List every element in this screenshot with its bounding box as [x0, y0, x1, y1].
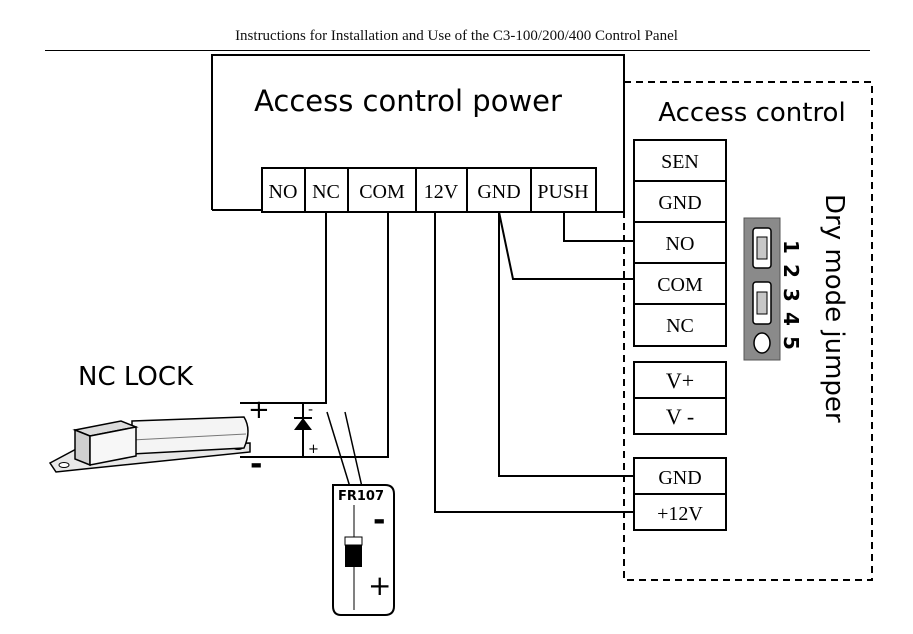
header-rule [45, 50, 870, 51]
ac-vminus-label: V - [666, 404, 694, 429]
diode-plus-mark: + [368, 569, 391, 602]
diode-near-minus: - [308, 402, 313, 418]
lock-minus-mark: - [250, 447, 262, 482]
dry-mode-jumper: 1 2 3 4 5 Dry mode jumper [743, 194, 849, 423]
ac-sen-label: SEN [661, 151, 699, 173]
terminal-nc-label: NC [312, 181, 340, 203]
diode-symbol: - + [294, 402, 319, 457]
wire-12v-plus12v [434, 212, 634, 513]
wires [277, 211, 634, 513]
terminal-gnd-label: GND [477, 181, 520, 203]
ac-no-label: NO [666, 233, 695, 255]
jumper-pin-5 [753, 332, 771, 354]
ac-com-label: COM [657, 274, 703, 296]
nc-lock: NC LOCK + - [48, 362, 277, 482]
jumper-pin-label-3: 3 [779, 288, 803, 302]
lock-plus-mark: + [248, 395, 270, 425]
diode-model-label: FR107 [338, 489, 384, 504]
jumper-pin-label-4: 4 [779, 312, 803, 326]
jumper-pin-label-1: 1 [779, 240, 803, 254]
diode-callout: FR107 - + [332, 484, 395, 616]
ac-vplus-label: V+ [666, 368, 694, 393]
page-header: Instructions for Installation and Use of… [235, 28, 678, 44]
jumper-pin-label-5: 5 [779, 336, 803, 350]
lock-head-front [89, 426, 137, 466]
access-control-title: Access control [658, 98, 845, 128]
wire-push-no [563, 212, 634, 242]
access-control-box: Access control SEN GND NO COM NC V+ V - … [623, 81, 873, 581]
nc-lock-label: NC LOCK [78, 362, 194, 392]
diode-near-plus: + [308, 442, 319, 457]
diode-minus-mark: - [373, 503, 385, 538]
ac-nc-label: NC [666, 315, 694, 337]
wire-gnd-com [498, 211, 634, 280]
terminal-no-label: NO [269, 181, 298, 203]
terminal-12v-label: 12V [424, 181, 459, 203]
jumper-pin-label-2: 2 [779, 264, 803, 278]
terminal-com-label: COM [359, 181, 405, 203]
wire-com-lock-minus [277, 212, 389, 458]
terminal-push-label: PUSH [537, 181, 588, 203]
wire-nc-lock-plus [277, 212, 327, 404]
lock-cylinder [131, 416, 249, 455]
terminal-block-main [633, 139, 727, 347]
ac-gnd-label: GND [658, 192, 701, 214]
power-supply-box: Access control power NO NC COM 12V GND P… [211, 54, 625, 213]
power-supply-title: Access control power [254, 84, 562, 118]
power-terminal-strip [261, 167, 597, 213]
ac-gnd2-label: GND [658, 467, 701, 489]
jumper-label: Dry mode jumper [819, 194, 849, 423]
wire-gnd-gnd [498, 212, 634, 477]
ac-12v-label: +12V [657, 503, 703, 525]
